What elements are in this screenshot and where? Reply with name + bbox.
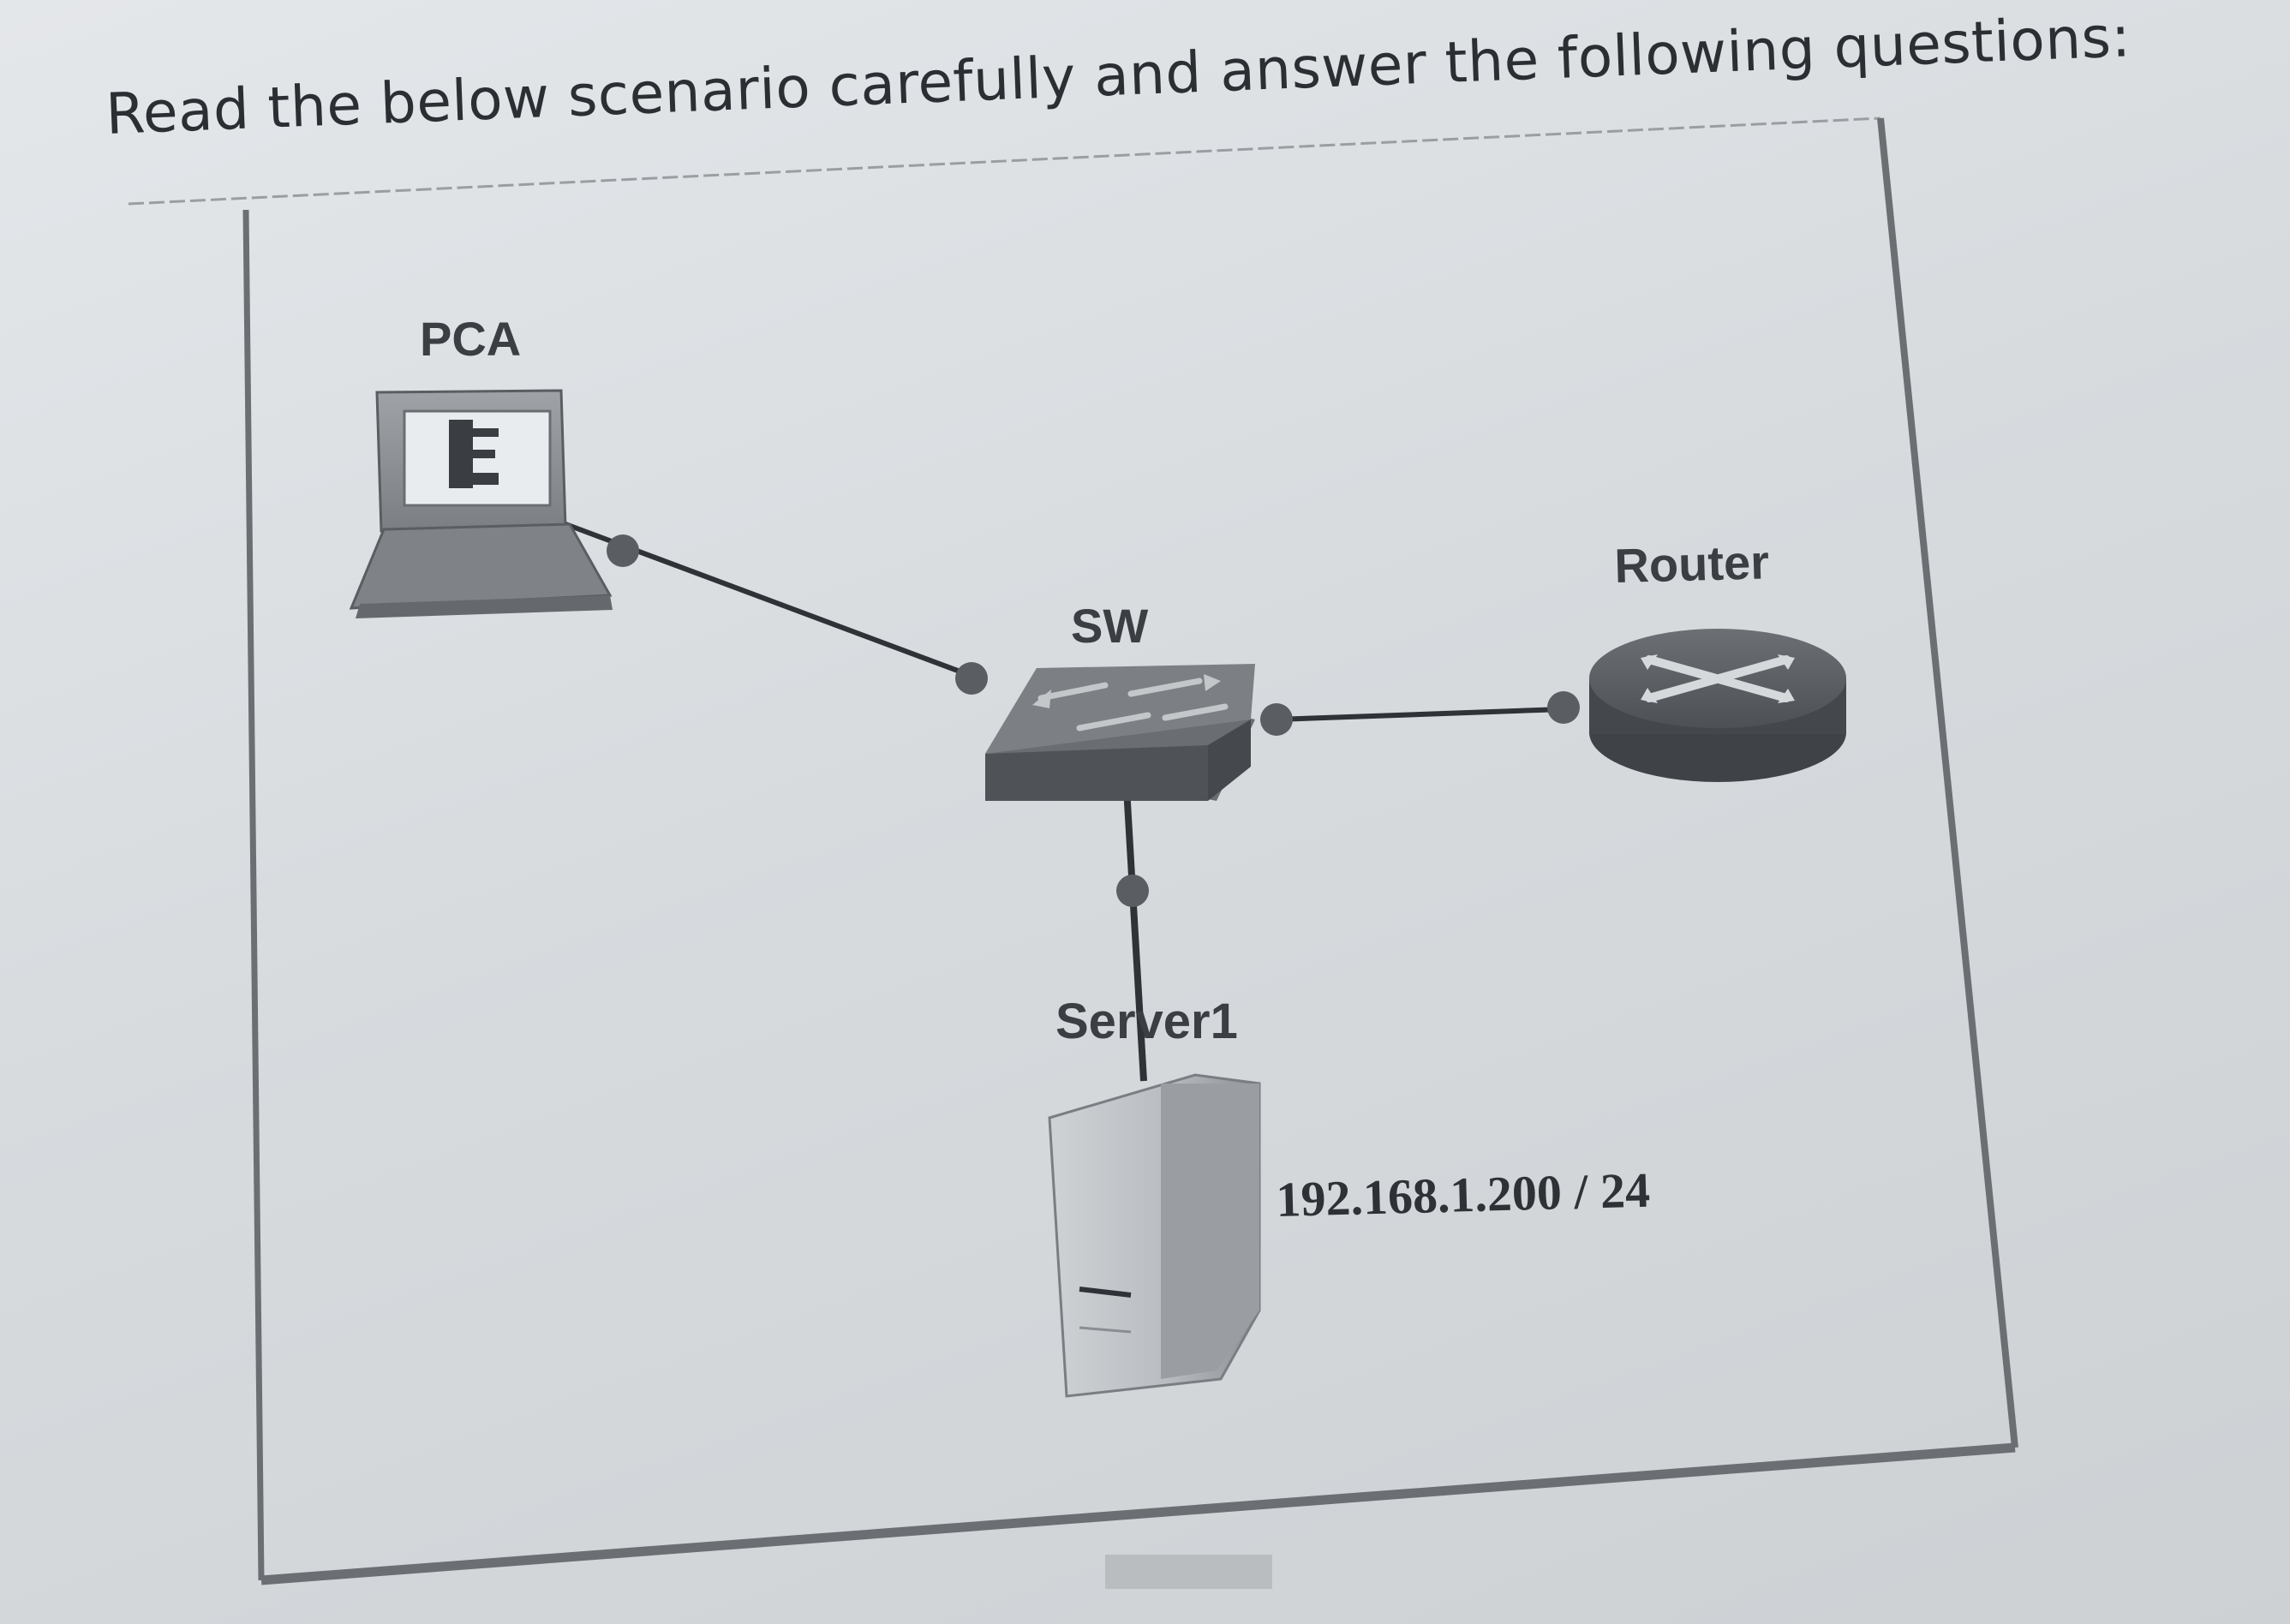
- link-sw-server: [1123, 787, 1147, 1082]
- server-ip-address: 192.168.1.200 / 24: [1276, 1162, 1651, 1227]
- diagram-frame: [128, 116, 2018, 1585]
- label-router: Router: [1614, 534, 1770, 593]
- desktop-computer-icon: [349, 389, 613, 618]
- illegible-footer-mark: [1105, 1555, 1272, 1589]
- label-server1: Server1: [1055, 994, 1238, 1049]
- link-sw-router: [1276, 707, 1564, 722]
- port-dot-sw-pca: [955, 662, 988, 695]
- port-dot-router: [1547, 691, 1580, 724]
- router-icon: [1589, 629, 1846, 782]
- port-dot-pca: [607, 534, 639, 567]
- port-connectors: [607, 534, 1580, 907]
- label-sw: SW: [1071, 599, 1148, 653]
- port-dot-sw-server: [1116, 875, 1149, 907]
- server-tower-icon: [1048, 1073, 1261, 1398]
- port-dot-sw-router: [1260, 703, 1293, 736]
- network-switch-icon: [985, 664, 1255, 801]
- label-pca: PCA: [420, 312, 521, 366]
